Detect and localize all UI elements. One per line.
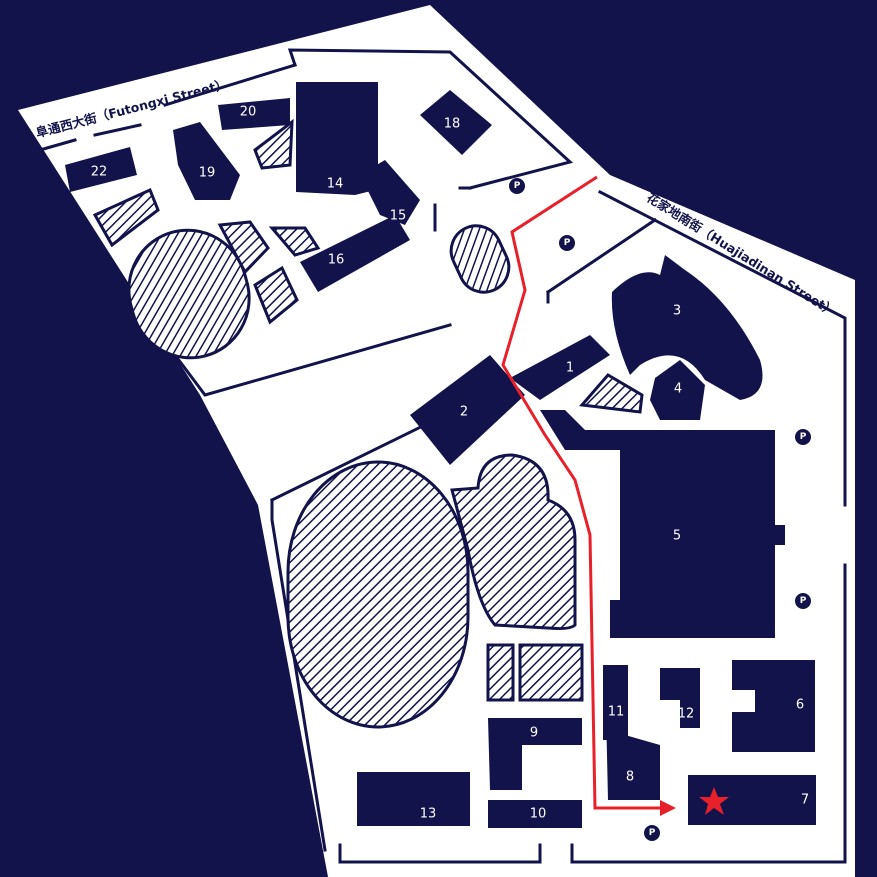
building-label: 20 xyxy=(240,105,257,120)
building-label: 3 xyxy=(673,304,681,319)
parking-icon[interactable]: P xyxy=(644,825,660,841)
building-label: 15 xyxy=(390,209,407,224)
building-label: 19 xyxy=(199,166,216,181)
parking-icon[interactable]: P xyxy=(795,593,811,609)
building-6[interactable] xyxy=(732,660,815,752)
building-5[interactable] xyxy=(540,410,785,638)
building-18[interactable] xyxy=(420,90,492,155)
building-9[interactable] xyxy=(488,718,582,790)
building-label: 9 xyxy=(530,726,538,741)
building-label: 5 xyxy=(673,529,681,544)
building-label: 14 xyxy=(327,177,344,192)
building-label: 7 xyxy=(801,793,809,808)
building-label: 22 xyxy=(91,165,108,180)
route-arrowhead xyxy=(660,800,676,816)
building-10[interactable] xyxy=(488,800,582,828)
building-2[interactable] xyxy=(410,355,525,465)
building-label: 8 xyxy=(626,770,634,785)
building-label: 16 xyxy=(328,253,345,268)
parking-icon[interactable]: P xyxy=(509,178,525,194)
hatched-areas xyxy=(92,118,644,729)
building-label: 6 xyxy=(796,698,804,713)
building-label: 10 xyxy=(530,807,547,822)
building-16[interactable] xyxy=(300,215,410,292)
parking-markers: P P P P P xyxy=(509,178,811,841)
building-label: 18 xyxy=(444,117,461,132)
building-label: 2 xyxy=(460,405,468,420)
building-label: 12 xyxy=(678,707,695,722)
building-19[interactable] xyxy=(173,122,240,200)
building-label: 11 xyxy=(608,705,625,720)
building-12[interactable] xyxy=(660,668,700,728)
route-line xyxy=(501,175,665,810)
building-11[interactable] xyxy=(603,665,628,740)
building-label: 1 xyxy=(566,361,574,376)
svg-text:P: P xyxy=(800,596,807,606)
building-22[interactable] xyxy=(65,147,137,192)
destination-star-icon xyxy=(699,787,729,815)
svg-text:P: P xyxy=(564,238,571,248)
building-14[interactable] xyxy=(296,82,395,195)
building-3[interactable] xyxy=(611,255,763,400)
building-4[interactable] xyxy=(650,360,705,420)
parking-icon[interactable]: P xyxy=(559,235,575,251)
building-13[interactable] xyxy=(357,772,470,826)
boundary-walls xyxy=(38,48,847,864)
building-label: 13 xyxy=(420,807,437,822)
building-15[interactable] xyxy=(360,160,420,225)
building-label: 4 xyxy=(674,382,682,397)
svg-text:P: P xyxy=(800,432,807,442)
svg-text:P: P xyxy=(649,828,656,838)
building-labels: 1 2 3 4 5 6 7 8 9 10 11 12 13 14 15 16 1… xyxy=(91,105,809,822)
building-1[interactable] xyxy=(510,335,610,400)
buildings xyxy=(65,82,816,828)
parking-icon[interactable]: P xyxy=(795,429,811,445)
svg-text:P: P xyxy=(514,181,521,191)
building-20[interactable] xyxy=(218,98,290,130)
